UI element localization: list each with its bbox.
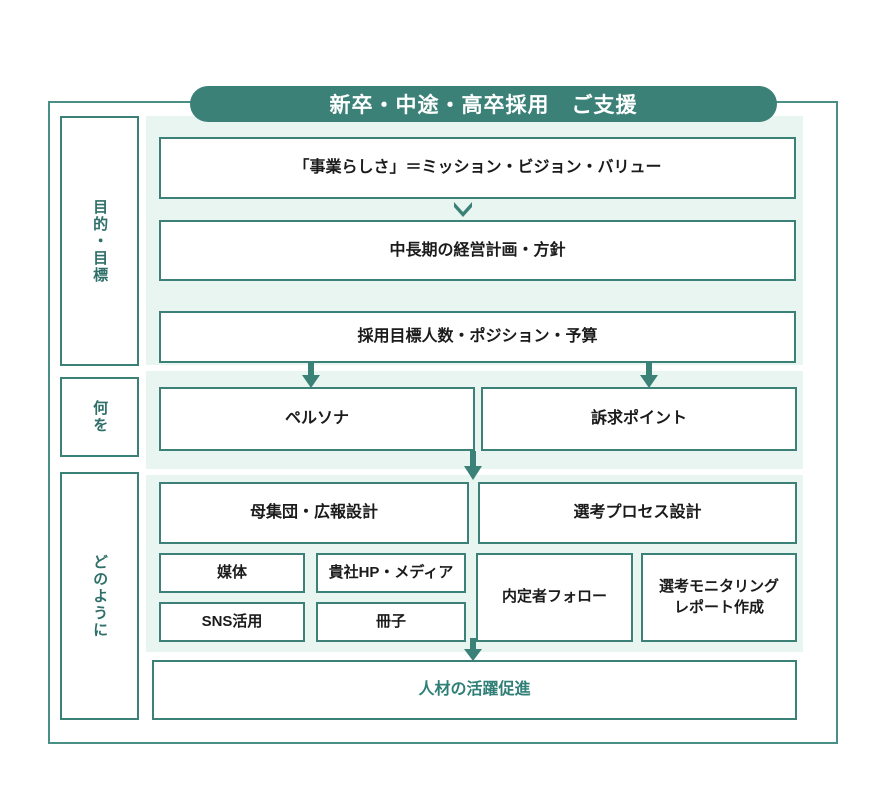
sidebar-label-how: どのように: [91, 553, 109, 639]
box-persona: ペルソナ: [159, 387, 475, 451]
box-mvv: 「事業らしさ」＝ミッション・ビジョン・バリュー: [159, 137, 796, 199]
sidebar-label-what: 何を: [91, 400, 109, 434]
title-banner: 新卒・中途・高卒採用 ご支援: [190, 86, 777, 122]
box-offer: 内定者フォロー: [476, 553, 633, 642]
sidebar-item-what: 何を: [60, 377, 139, 457]
chevron-down-icon: [452, 199, 474, 219]
arrow-down-icon: [462, 638, 484, 662]
box-process: 選考プロセス設計: [478, 482, 797, 544]
box-media: 媒体: [159, 553, 305, 593]
sidebar-item-goal: 目的・目標: [60, 116, 139, 366]
box-promote: 人材の活躍促進: [152, 660, 797, 720]
box-pool: 母集団・広報設計: [159, 482, 469, 544]
box-sns: SNS活用: [159, 602, 305, 642]
arrow-down-icon: [300, 363, 322, 389]
box-plan: 中長期の経営計画・方針: [159, 220, 796, 281]
banner-title: 新卒・中途・高卒採用 ご支援: [329, 94, 638, 117]
box-hp: 貴社HP・メディア: [316, 553, 466, 593]
box-appeal: 訴求ポイント: [481, 387, 797, 451]
sidebar-label-goal: 目的・目標: [91, 198, 109, 284]
arrow-down-icon: [462, 451, 484, 481]
box-report: 選考モニタリングレポート作成: [641, 553, 797, 642]
arrow-down-icon: [638, 363, 660, 389]
box-target: 採用目標人数・ポジション・予算: [159, 311, 796, 363]
sidebar-item-how: どのように: [60, 472, 139, 720]
box-book: 冊子: [316, 602, 466, 642]
